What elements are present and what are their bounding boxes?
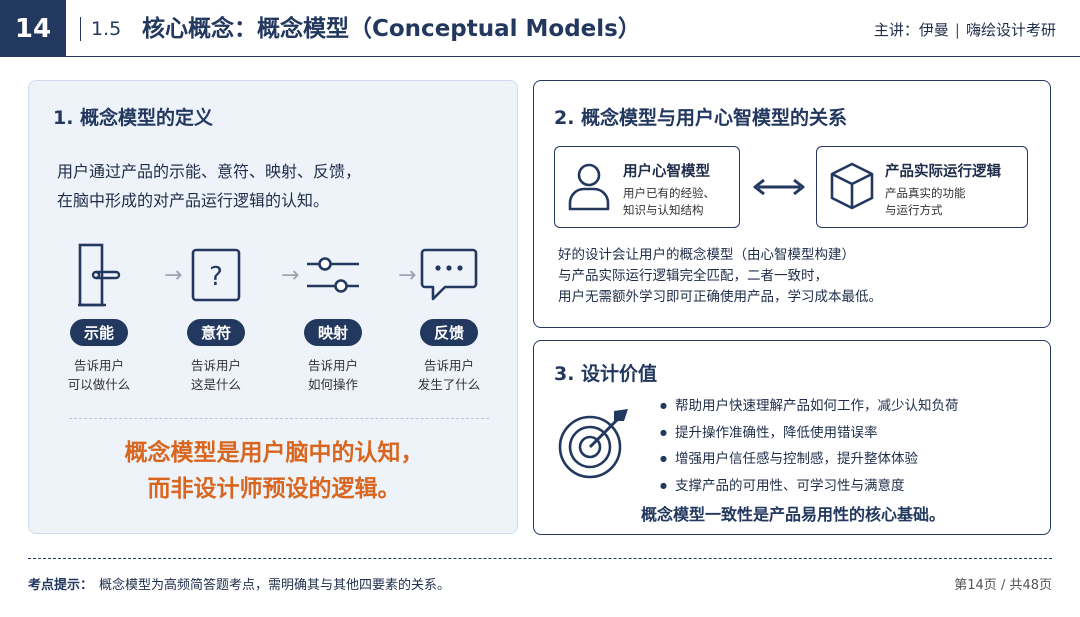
definition-line-2: 在脑中形成的对产品运行逻辑的认知。 [57, 191, 330, 210]
presenter-info: 主讲：伊曼 | 嗨绘设计考研 [874, 19, 1056, 40]
concept-description: 告诉用户 发生了什么 [399, 356, 499, 394]
presenter-separator: | [954, 21, 960, 39]
list-item: 帮助用户快速理解产品如何工作，减少认知负荷 [660, 393, 959, 420]
footer-divider [28, 558, 1052, 559]
list-item: 增强用户信任感与控制感，提升整体体验 [660, 446, 958, 473]
user-model-desc-line: 知识与认知结构 [623, 203, 704, 217]
concept-flow: 示能 告诉用户 可以做什么 → ? 意符 告诉用户 这是什么 → [49, 241, 509, 401]
explanation-line: 用户无需额外学习即可正确使用产品，学习成本最低。 [558, 289, 882, 305]
relationship-title: 2. 概念模型与用户心智模型的关系 [554, 107, 848, 129]
exam-tip-text: 概念模型为高频简答题考点，需明确其与其他四要素的关系。 [99, 578, 451, 593]
header-bar: 14 1.5 核心概念：概念模型（Conceptual Models） 主讲：伊… [0, 0, 1080, 57]
value-list: 帮助用户快速理解产品如何工作，减少认知负荷 提升操作准确性，降低使用错误率 增强… [660, 393, 959, 500]
user-mental-model-box: 用户心智模型 用户已有的经验、 知识与认知结构 [554, 146, 740, 228]
door-handle-icon [49, 241, 149, 309]
dashed-divider [69, 418, 489, 419]
concept-desc-line: 告诉用户 [73, 358, 124, 373]
exam-tip: 考点提示： 概念模型为高频简答题考点，需明确其与其他四要素的关系。 [28, 574, 450, 593]
brand-name: 嗨绘设计考研 [965, 21, 1056, 39]
page-indicator: 第14页 / 共48页 [954, 578, 1052, 593]
concept-desc-line: 如何操作 [307, 377, 358, 392]
concept-label: 反馈 [419, 319, 478, 346]
concept-feedback: 反馈 告诉用户 发生了什么 [399, 241, 499, 394]
page-number: 14 [0, 0, 66, 57]
list-item: 支撑产品的可用性、可学习性与满意度 [660, 473, 958, 500]
chat-bubble-icon [399, 241, 499, 309]
product-logic-box: 产品实际运行逻辑 产品真实的功能 与运行方式 [816, 146, 1028, 228]
concept-desc-line: 告诉用户 [307, 358, 358, 373]
section-number: 1.5 [80, 17, 121, 41]
concept-description: 告诉用户 这是什么 [166, 356, 266, 394]
concept-desc-line: 发生了什么 [417, 377, 481, 392]
value-conclusion: 概念模型一致性是产品易用性的核心基础。 [640, 505, 945, 524]
design-value-panel: 3. 设计价值 帮助用户快速理解产品如何工作，减少认知负荷 提升操作准确性，降低… [533, 340, 1051, 535]
concept-label: 意符 [186, 319, 245, 346]
concept-label: 示能 [69, 319, 128, 346]
page-title: 核心概念：概念模型（Conceptual Models） [142, 16, 641, 42]
product-logic-desc-line: 产品真实的功能 [885, 186, 966, 200]
relationship-panel: 2. 概念模型与用户心智模型的关系 用户心智模型 用户已有的经验、 知识与认知结… [533, 80, 1051, 328]
highlight-line-2: 而非设计师预设的逻辑。 [147, 476, 401, 502]
flow-arrow: → [281, 263, 300, 288]
explanation-line: 好的设计会让用户的概念模型（由心智模型构建） [558, 247, 855, 263]
concept-description: 告诉用户 如何操作 [283, 356, 383, 394]
presenter-label: 主讲：伊曼 [873, 21, 949, 39]
product-logic-desc: 产品真实的功能 与运行方式 [885, 185, 966, 219]
definition-line-1: 用户通过产品的示能、意符、映射、反馈， [57, 162, 362, 181]
user-model-desc-line: 用户已有的经验、 [623, 186, 715, 200]
concept-desc-line: 这是什么 [190, 377, 241, 392]
concept-mapping: 映射 告诉用户 如何操作 [283, 241, 383, 394]
concept-signifier: ? 意符 告诉用户 这是什么 [166, 241, 266, 394]
flow-arrow: → [398, 263, 417, 288]
key-highlight: 概念模型是用户脑中的认知， 而非设计师预设的逻辑。 [29, 435, 519, 507]
user-model-desc: 用户已有的经验、 知识与认知结构 [623, 185, 715, 219]
product-logic-desc-line: 与运行方式 [885, 203, 943, 217]
definition-panel: 1. 概念模型的定义 用户通过产品的示能、意符、映射、反馈， 在脑中形成的对产品… [28, 80, 518, 534]
flow-arrow: → [164, 263, 183, 288]
svg-text:?: ? [209, 262, 223, 292]
design-value-title: 3. 设计价值 [554, 363, 658, 385]
concept-description: 告诉用户 可以做什么 [49, 356, 149, 394]
concept-desc-line: 可以做什么 [67, 377, 131, 392]
user-icon [567, 161, 611, 217]
relationship-explanation: 好的设计会让用户的概念模型（由心智模型构建） 与产品实际运行逻辑完全匹配，二者一… [558, 245, 882, 308]
definition-description: 用户通过产品的示能、意符、映射、反馈， 在脑中形成的对产品运行逻辑的认知。 [57, 157, 361, 215]
concept-desc-line: 告诉用户 [423, 358, 474, 373]
question-mark-icon: ? [166, 241, 266, 309]
product-logic-title: 产品实际运行逻辑 [885, 164, 1001, 180]
concept-desc-line: 告诉用户 [190, 358, 241, 373]
cube-icon [829, 161, 875, 215]
definition-title: 1. 概念模型的定义 [53, 107, 214, 129]
concept-affordance: 示能 告诉用户 可以做什么 [49, 241, 149, 394]
exam-tip-label: 考点提示： [28, 578, 94, 593]
explanation-line: 与产品实际运行逻辑完全匹配，二者一致时， [558, 268, 828, 284]
concept-label: 映射 [303, 319, 362, 346]
double-arrow-icon [752, 178, 806, 200]
user-model-title: 用户心智模型 [623, 164, 710, 180]
sliders-icon [283, 241, 383, 309]
target-icon [556, 405, 632, 485]
highlight-line-1: 概念模型是用户脑中的认知， [124, 440, 424, 466]
list-item: 提升操作准确性，降低使用错误率 [660, 420, 958, 447]
